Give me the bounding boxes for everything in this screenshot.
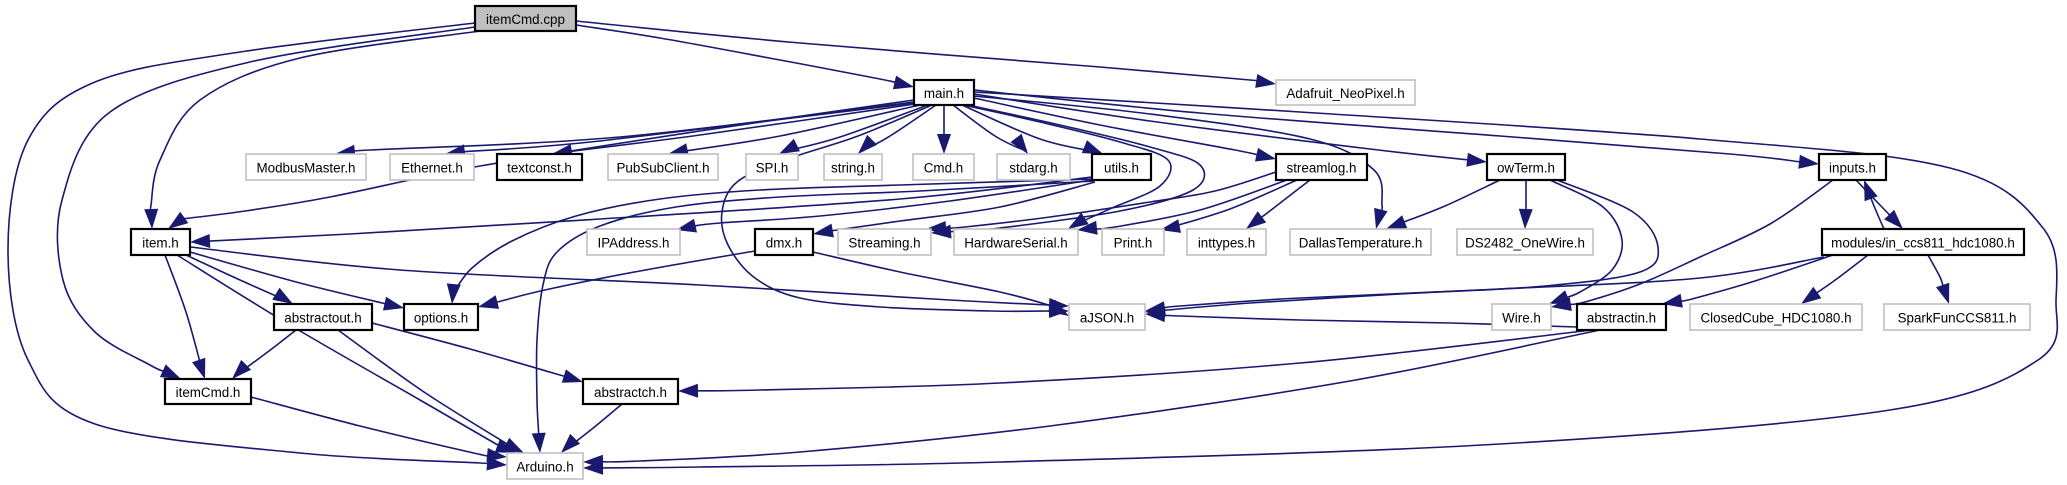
svg-text:DS2482_OneWire.h: DS2482_OneWire.h: [1465, 236, 1585, 251]
svg-text:HardwareSerial.h: HardwareSerial.h: [964, 236, 1067, 251]
svg-text:utils.h: utils.h: [1104, 161, 1139, 176]
svg-text:item.h: item.h: [142, 236, 178, 251]
svg-text:SPI.h: SPI.h: [756, 161, 789, 176]
svg-text:ClosedCube_HDC1080.h: ClosedCube_HDC1080.h: [1700, 311, 1851, 326]
svg-text:Arduino.h: Arduino.h: [516, 460, 573, 475]
svg-text:Cmd.h: Cmd.h: [924, 161, 963, 176]
svg-text:abstractout.h: abstractout.h: [284, 311, 361, 326]
svg-text:abstractch.h: abstractch.h: [594, 385, 667, 400]
svg-text:Ethernet.h: Ethernet.h: [401, 161, 463, 176]
svg-text:modules/in_ccs811_hdc1080.h: modules/in_ccs811_hdc1080.h: [1831, 236, 2015, 251]
svg-text:inputs.h: inputs.h: [1829, 161, 1876, 176]
svg-text:Print.h: Print.h: [1114, 236, 1153, 251]
svg-text:DallasTemperature.h: DallasTemperature.h: [1299, 236, 1423, 251]
svg-text:Wire.h: Wire.h: [1502, 311, 1541, 326]
svg-text:itemCmd.h: itemCmd.h: [176, 385, 241, 400]
svg-text:owTerm.h: owTerm.h: [1497, 161, 1555, 176]
svg-text:stdarg.h: stdarg.h: [1009, 161, 1057, 176]
svg-text:aJSON.h: aJSON.h: [1080, 311, 1134, 326]
svg-text:IPAddress.h: IPAddress.h: [598, 236, 670, 251]
svg-text:inttypes.h: inttypes.h: [1198, 236, 1255, 251]
svg-text:textconst.h: textconst.h: [507, 161, 572, 176]
svg-text:PubSubClient.h: PubSubClient.h: [616, 161, 709, 176]
svg-text:dmx.h: dmx.h: [766, 236, 802, 251]
svg-text:SparkFunCCS811.h: SparkFunCCS811.h: [1898, 311, 2017, 326]
svg-text:abstractin.h: abstractin.h: [1587, 311, 1656, 326]
svg-text:main.h: main.h: [924, 86, 964, 101]
svg-text:streamlog.h: streamlog.h: [1287, 161, 1357, 176]
svg-text:Adafruit_NeoPixel.h: Adafruit_NeoPixel.h: [1286, 86, 1404, 101]
svg-text:string.h: string.h: [831, 161, 875, 176]
svg-text:options.h: options.h: [414, 311, 468, 326]
svg-text:itemCmd.cpp: itemCmd.cpp: [486, 12, 565, 27]
svg-text:Streaming.h: Streaming.h: [848, 236, 920, 251]
svg-text:ModbusMaster.h: ModbusMaster.h: [257, 161, 356, 176]
